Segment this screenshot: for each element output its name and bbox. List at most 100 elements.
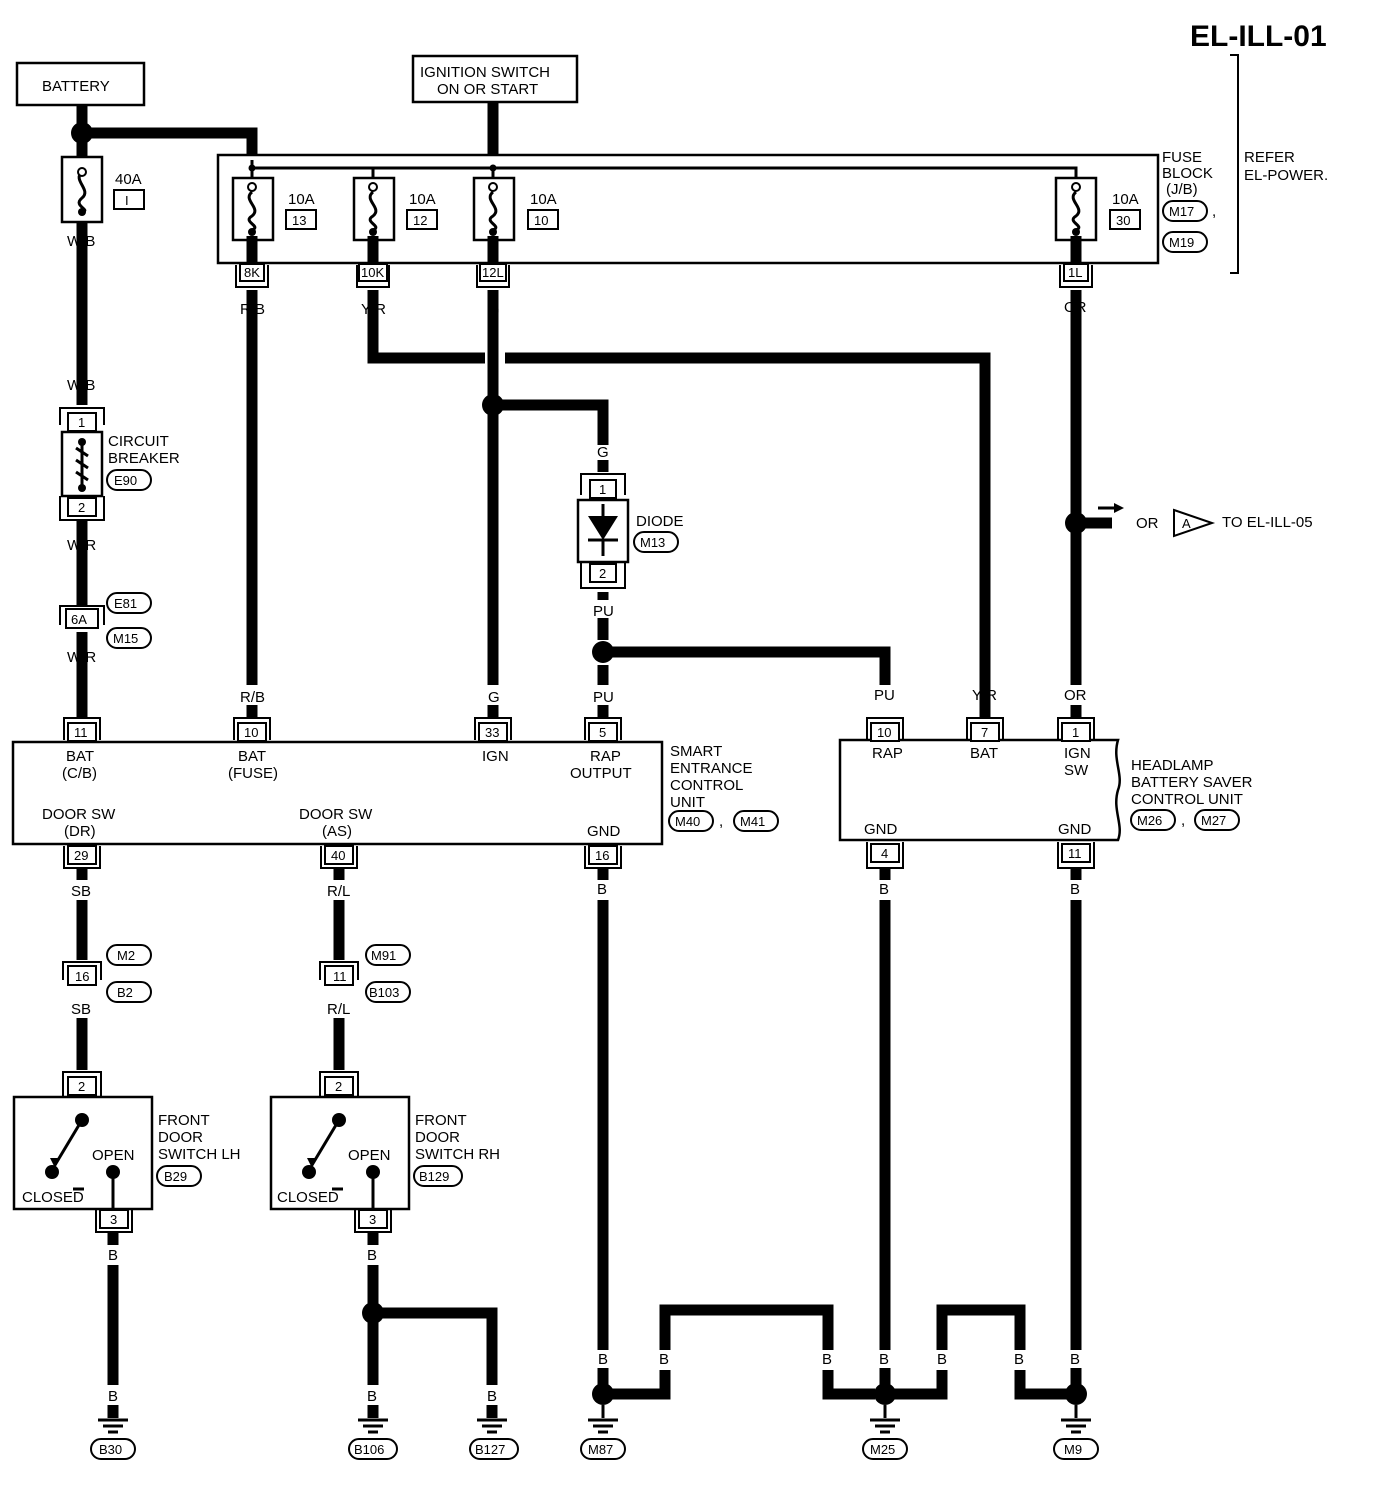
refer-label-2: EL-POWER. xyxy=(1244,167,1328,184)
ground-symbols xyxy=(98,1405,1091,1434)
wire-label-b-rh-2: B xyxy=(367,1388,377,1405)
fuse-40a-amps: 40A xyxy=(115,171,142,188)
wire-label-rl-1: R/L xyxy=(327,883,350,900)
inline-6a xyxy=(59,605,105,629)
fuse-40a-num: I xyxy=(125,193,129,208)
fuse-10 xyxy=(472,176,516,262)
smart-pin-gnd: 16 xyxy=(595,848,609,863)
hl-conn-1: M26 xyxy=(1137,813,1162,828)
inline-16-pin: 16 xyxy=(75,969,89,984)
splice-or xyxy=(1065,512,1087,534)
fuse-10-num: 10 xyxy=(534,213,548,228)
wire-label-b-link4: B xyxy=(1014,1351,1024,1368)
cb-conn: E90 xyxy=(114,473,137,488)
smart-unit-pins xyxy=(63,717,622,869)
hl-label-gnd1: GND xyxy=(864,821,898,838)
ground-b106: B106 xyxy=(354,1442,384,1457)
connector-a xyxy=(1098,503,1216,538)
fuse-10-amps: 10A xyxy=(530,191,557,208)
inline-16-conn-2: B2 xyxy=(117,985,133,1000)
splice-pu xyxy=(592,641,614,663)
headlamp-saver-unit xyxy=(838,738,1121,842)
wire-label-b-gnd16: B xyxy=(597,881,607,898)
splice-battery xyxy=(71,122,93,144)
wire-label-b-gnd11: B xyxy=(1070,881,1080,898)
smart-label-bat2: BAT xyxy=(238,748,266,765)
lh-closed: CLOSED xyxy=(22,1189,84,1206)
fuse-12-amps: 10A xyxy=(409,191,436,208)
connector-a-letter: A xyxy=(1182,516,1191,531)
fuse-block-conn-2: M19 xyxy=(1169,235,1194,250)
hl-sep: , xyxy=(1181,812,1185,829)
wire-label-b-link1: B xyxy=(659,1351,669,1368)
rh-pin-top: 2 xyxy=(335,1079,342,1094)
splice-m25 xyxy=(874,1383,896,1405)
fuse-13-amps: 10A xyxy=(288,191,315,208)
inline-6a-pin: 6A xyxy=(71,612,87,627)
fuse-block-title-3: (J/B) xyxy=(1166,181,1198,198)
lh-label-2: DOOR xyxy=(158,1129,203,1146)
ground-m25: M25 xyxy=(870,1442,895,1457)
fuse-12 xyxy=(352,176,396,262)
smart-label-dr: (DR) xyxy=(64,823,96,840)
hl-label-ign2: SW xyxy=(1064,762,1089,779)
hl-name-1: HEADLAMP xyxy=(1131,757,1214,774)
hl-conn-2: M27 xyxy=(1201,813,1226,828)
wire-label-pu-1: PU xyxy=(593,603,614,620)
cb-label-1: CIRCUIT xyxy=(108,433,169,450)
smart-label-bat-cb: (C/B) xyxy=(62,765,97,782)
ground-icon-b30 xyxy=(98,1418,128,1434)
ground-icon-b106 xyxy=(358,1418,388,1434)
ground-m87: M87 xyxy=(588,1442,613,1457)
wire-label-rb-1: R/B xyxy=(240,301,265,318)
smart-label-bat1: BAT xyxy=(66,748,94,765)
fuse-block-conn-1: M17 xyxy=(1169,204,1194,219)
inline-11-conn-2: B103 xyxy=(369,985,399,1000)
fuse-bus xyxy=(250,160,1078,180)
wire-label-wb-2: W/B xyxy=(67,377,95,394)
wire-label-g-diode: G xyxy=(597,444,609,461)
smart-label-bat-fuse: (FUSE) xyxy=(228,765,278,782)
hl-label-ign1: IGN xyxy=(1064,745,1091,762)
lh-label-3: SWITCH LH xyxy=(158,1146,241,1163)
fuse-30 xyxy=(1054,176,1098,262)
inline-6a-conn-2: M15 xyxy=(113,631,138,646)
hl-pin-gnd1: 4 xyxy=(881,846,888,861)
fuse-40a xyxy=(60,155,104,224)
splice-b-rh xyxy=(362,1302,384,1324)
ground-b30: B30 xyxy=(99,1442,122,1457)
wire-label-b-b127: B xyxy=(487,1388,497,1405)
rh-closed: CLOSED xyxy=(277,1189,339,1206)
smart-label-gnd: GND xyxy=(587,823,621,840)
diode-pin-2: 2 xyxy=(599,566,606,581)
smart-pin-bat-cb: 11 xyxy=(74,725,88,740)
circuit-breaker xyxy=(59,407,105,521)
rh-label-1: FRONT xyxy=(415,1112,467,1129)
headlamp-unit-pins xyxy=(866,717,1095,869)
inline-11 xyxy=(319,961,359,986)
inline-11-pin: 11 xyxy=(333,969,347,984)
smart-pin-rap: 5 xyxy=(599,725,606,740)
smart-label-rap1: RAP xyxy=(590,748,621,765)
diode xyxy=(576,473,630,589)
wire-label-rl-2: R/L xyxy=(327,1001,350,1018)
fuse-13-num: 13 xyxy=(292,213,306,228)
diode-label: DIODE xyxy=(636,513,684,530)
hl-pin-gnd2: 11 xyxy=(1068,846,1082,861)
wire-label-b-lh-1: B xyxy=(108,1247,118,1264)
rh-label-3: SWITCH RH xyxy=(415,1146,500,1163)
ground-icon-m87 xyxy=(588,1405,618,1434)
smart-label-dsw2: DOOR SW xyxy=(299,806,373,823)
smart-name-2: ENTRANCE xyxy=(670,760,753,777)
smart-sep: , xyxy=(719,813,723,830)
diode-conn: M13 xyxy=(640,535,665,550)
smart-pin-dr: 29 xyxy=(74,848,88,863)
wire-label-pu-2: PU xyxy=(593,689,614,706)
wire-label-g-2: G xyxy=(488,689,500,706)
smart-label-rap2: OUTPUT xyxy=(570,765,632,782)
wire-label-yr-2: Y/R xyxy=(972,687,997,704)
hl-pin-rap: 10 xyxy=(877,725,891,740)
wire-label-b-link3: B xyxy=(937,1351,947,1368)
connector-a-to: TO EL-ILL-05 xyxy=(1222,514,1313,531)
